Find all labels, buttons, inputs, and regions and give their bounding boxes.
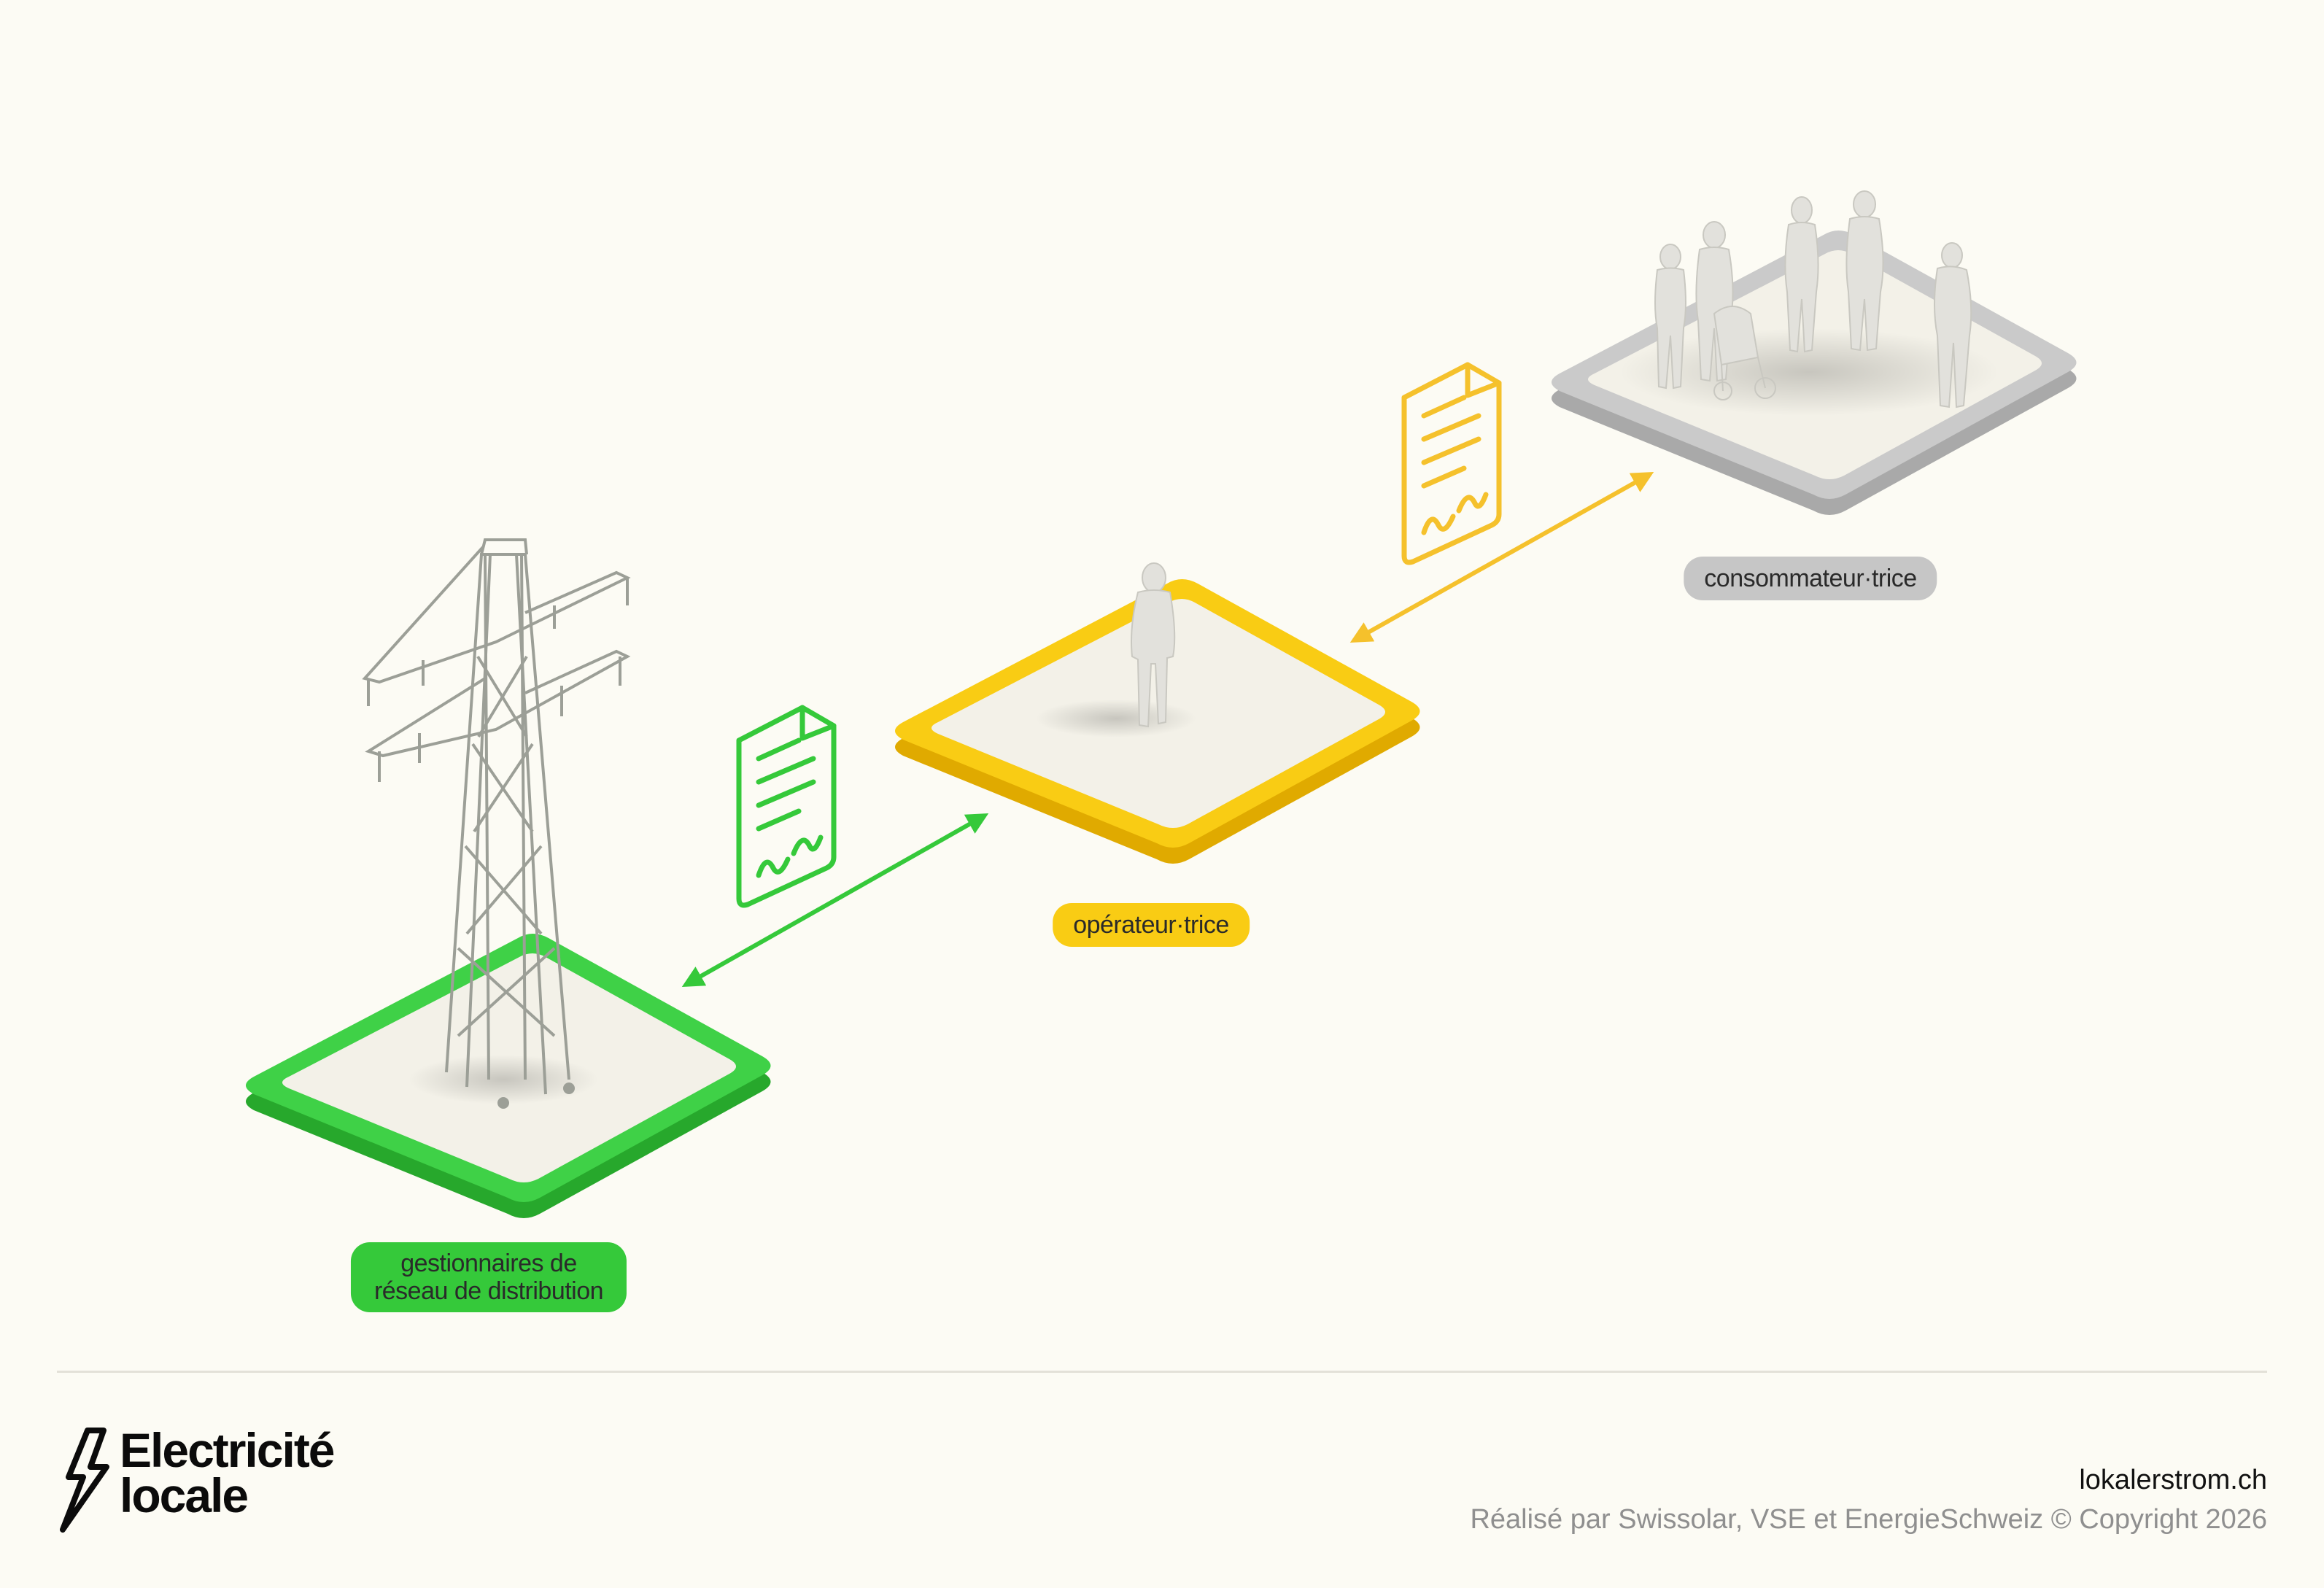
person-icon xyxy=(1036,562,1196,737)
pylon-icon xyxy=(362,538,631,1109)
contract-document-icon xyxy=(1401,362,1502,565)
credit-text: Réalisé par Swissolar, VSE et EnergieSch… xyxy=(1470,1504,2267,1535)
footer-divider xyxy=(57,1371,2267,1373)
brand-wordmark-line1: Electricité xyxy=(120,1423,335,1477)
label-grid-operator-line1: gestionnaires de xyxy=(400,1250,577,1277)
connection-arrow-operator-consumer xyxy=(1349,472,1654,643)
brand-wordmark: Electricité locale xyxy=(120,1423,335,1522)
label-grid-operator-line2: réseau de distribution xyxy=(373,1277,604,1305)
brand-wordmark-line2: locale xyxy=(120,1468,249,1522)
brand-logo: Electricité locale xyxy=(55,1426,420,1535)
lightning-bolt-icon xyxy=(60,1428,109,1533)
label-grid-operator: gestionnaires de réseau de distribution xyxy=(350,1242,627,1312)
people-group-icon xyxy=(1619,190,1999,416)
connection-arrow-grid-operator xyxy=(681,813,989,987)
website-link[interactable]: lokalerstrom.ch xyxy=(2079,1465,2267,1495)
label-operator: opérateur·trice xyxy=(1053,903,1250,947)
label-consumer: consommateur·trice xyxy=(1684,557,1937,600)
contract-document-icon xyxy=(736,705,837,908)
